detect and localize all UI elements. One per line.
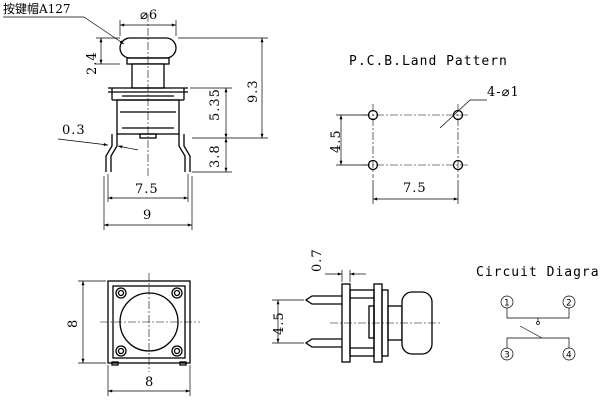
lower-lead	[304, 338, 342, 348]
circuit-diagram: Circuit Diagram 1 2 3 4	[476, 265, 600, 361]
hole-spec: 4-⌀1	[487, 85, 520, 100]
body-width-dim: 9	[143, 208, 152, 223]
lead-spacing-dim: 4.5	[272, 311, 287, 335]
side-view: 0.7 4.5	[272, 248, 440, 363]
right-leg	[183, 134, 191, 172]
pin-3-label: 3	[504, 351, 510, 361]
top-height-dim: 8	[66, 319, 81, 328]
pin-spacing-dim: 7.5	[135, 182, 159, 197]
total-height-dim: 9.3	[246, 79, 261, 103]
circuit-title: Circuit Diagram	[476, 265, 600, 280]
lead-offset-dim: 0.7	[310, 248, 325, 272]
cap-diameter-dim: ⌀6	[140, 8, 158, 23]
left-leg	[105, 134, 113, 172]
pin-2-label: 2	[566, 299, 572, 309]
front-view: 按键帽A127 ⌀6 2.4 9.3 5.35 3.8 0.3	[3, 1, 268, 230]
body-height-dim: 5.35	[208, 88, 223, 121]
top-width-dim: 8	[145, 375, 154, 390]
cap-label: 按键帽A127	[3, 1, 71, 16]
cap-height-dim: 2.4	[85, 51, 100, 75]
pcb-horizontal-dim: 7.5	[403, 181, 427, 196]
pcb-vertical-dim: 4.5	[329, 129, 344, 153]
pin-4-label: 4	[566, 351, 572, 361]
top-view: 8 8	[66, 273, 200, 396]
pin-length-dim: 3.8	[208, 144, 223, 168]
pin-1-label: 1	[504, 299, 510, 309]
pcb-title: P.C.B.Land Pattern	[349, 54, 508, 69]
upper-lead	[304, 295, 342, 305]
pcb-land-pattern: P.C.B.Land Pattern 4-⌀1 4.5 7.5	[329, 54, 520, 204]
pin-thickness-dim: 0.3	[62, 123, 86, 138]
switch-contact	[519, 325, 543, 339]
